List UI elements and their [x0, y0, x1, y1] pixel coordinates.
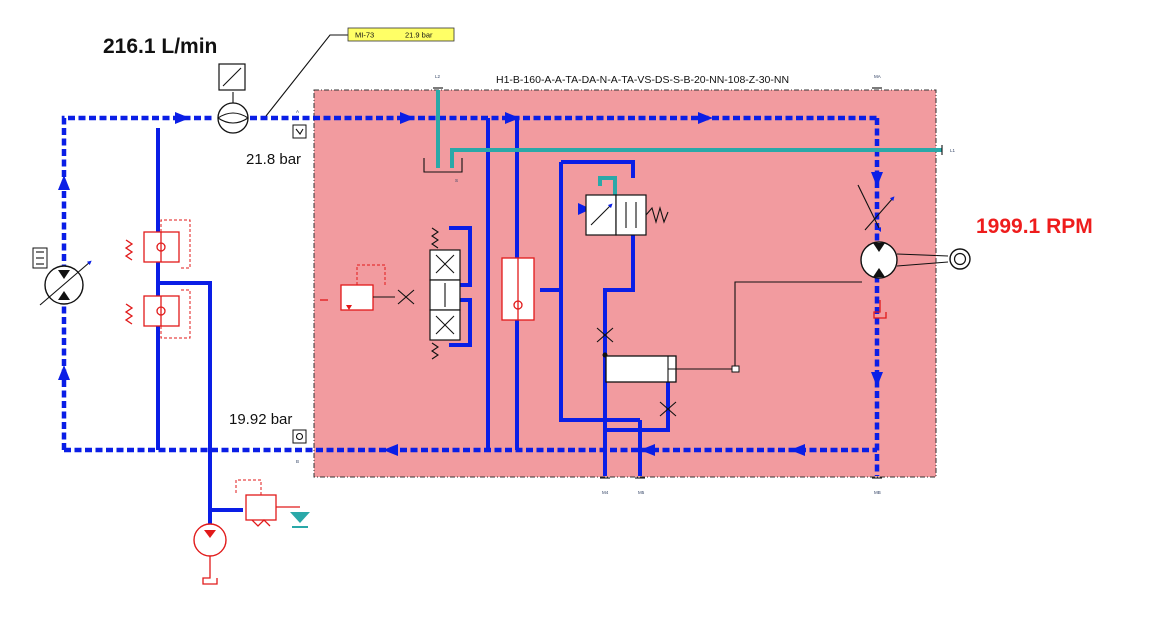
port-label-a: A [296, 109, 299, 114]
servo-control-valve-icon [429, 227, 461, 360]
tag-leader-line [265, 34, 348, 117]
relief-valve-lower-icon [124, 289, 191, 339]
port-label-mb: MB [874, 490, 881, 495]
pressure-control-valve-icon [320, 264, 395, 311]
reservoir-tank-icon [290, 512, 310, 528]
tag-value: 21.9 bar [405, 31, 433, 40]
solenoid-valve-icon [585, 194, 669, 236]
port-label-m4: M4 [602, 490, 609, 495]
hydraulic-motor-icon [857, 184, 898, 319]
block-model-code: H1-B-160-A-A-TA-DA-N-A-TA-VS-DS-S-B-20-N… [496, 74, 789, 86]
speed-readout: 1999.1 RPM [976, 215, 1093, 238]
display-sensor-icon [218, 63, 246, 91]
port-label-l1: L1 [950, 148, 956, 153]
orifice-left-icon [397, 289, 415, 305]
pressure-a-readout: 21.8 bar [246, 151, 301, 168]
pressure-b-readout: 19.92 bar [229, 411, 292, 428]
servo-cylinder-icon [605, 281, 862, 383]
flow-meter-icon [217, 92, 249, 134]
pressure-tag-box [347, 27, 455, 42]
charge-relief-valve-icon [235, 479, 300, 527]
variable-pump-icon [32, 247, 92, 306]
drive-shaft-icon [896, 248, 971, 270]
pump-block-area [313, 89, 937, 478]
main-loop-lines [58, 112, 883, 476]
port-label-s: S [455, 178, 458, 183]
case-drain-lines [436, 90, 942, 195]
flow-readout: 216.1 L/min [103, 35, 217, 58]
port-label-ma: MA [874, 74, 881, 79]
port-label-b: B [296, 459, 299, 464]
port-label-m5: M5 [638, 490, 645, 495]
tag-name: MI-73 [355, 31, 374, 40]
orifice-center-icon [596, 327, 614, 343]
drain-tank-icon [423, 158, 463, 173]
pressure-sensor-a-icon [292, 124, 307, 139]
shuttle-valve-icon [501, 257, 535, 321]
gauge-port-caps [433, 87, 943, 479]
relief-valve-upper-icon [124, 219, 191, 269]
pressure-sensor-b-icon [292, 429, 307, 444]
orifice-right-icon [659, 401, 677, 417]
charge-pump-icon [193, 523, 227, 585]
port-label-l2: L2 [435, 74, 441, 79]
